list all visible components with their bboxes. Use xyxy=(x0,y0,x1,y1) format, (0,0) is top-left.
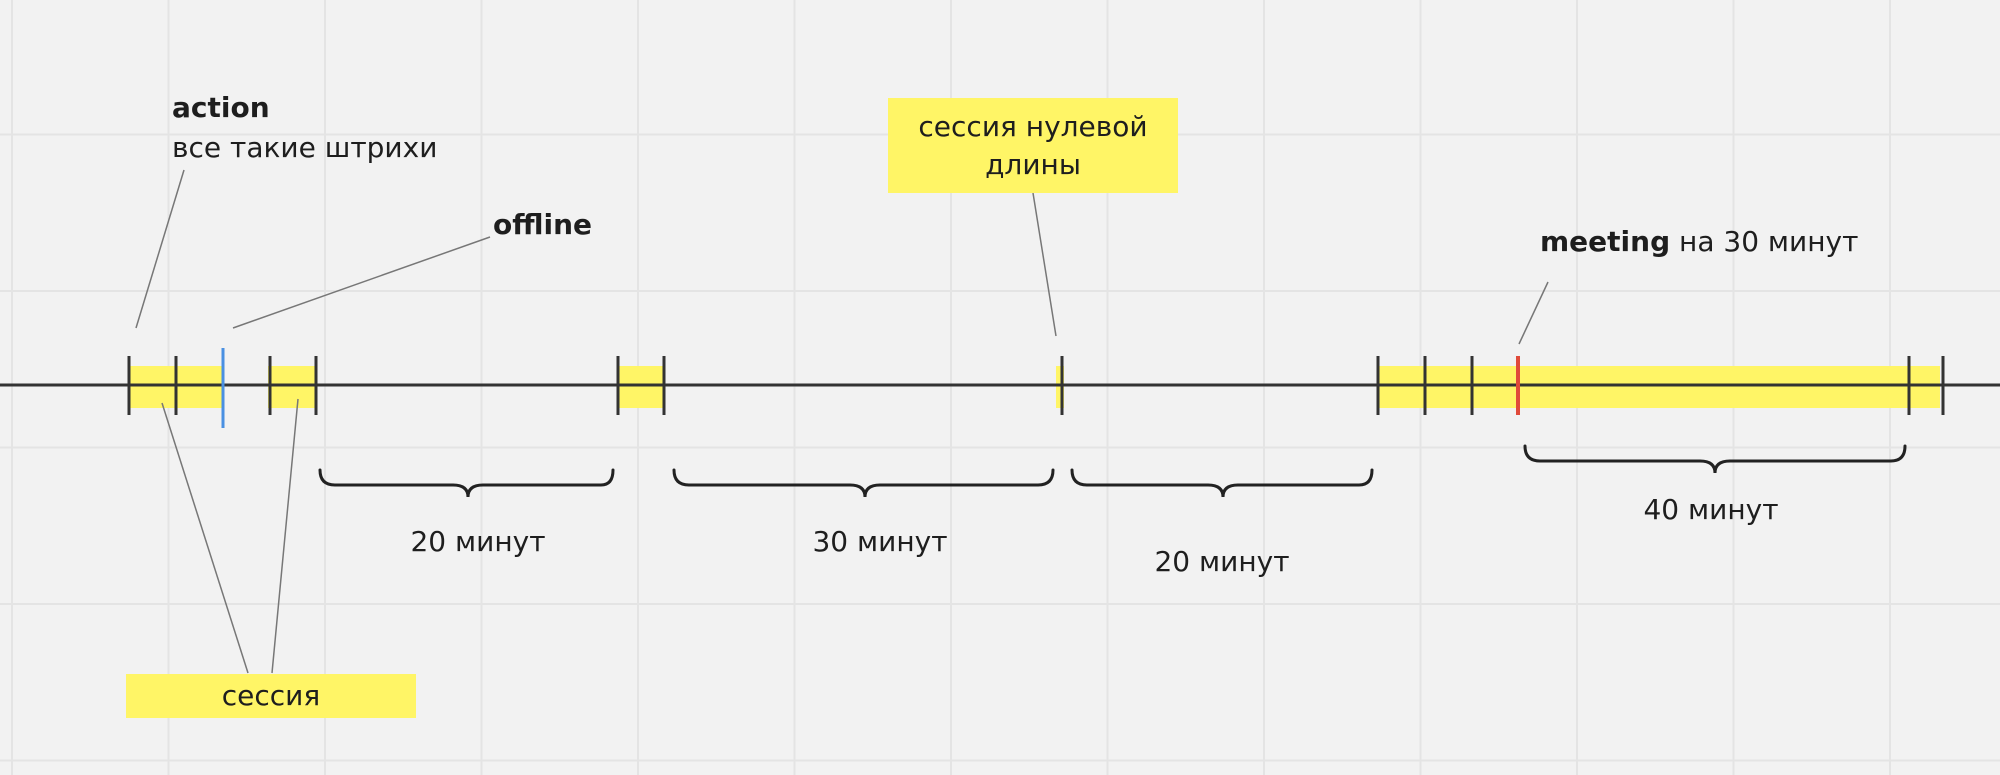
zero-session-sticky: сессия нулевой длины xyxy=(888,98,1178,193)
meeting-title: meeting xyxy=(1540,225,1671,258)
duration-brace-3 xyxy=(1070,468,1374,498)
duration-label: 20 минут xyxy=(1154,545,1290,578)
action-description: все такие штрихи xyxy=(172,131,438,164)
session-band-3 xyxy=(617,366,665,408)
duration-brace-4 xyxy=(1523,444,1907,474)
session-band-4 xyxy=(1378,366,1940,408)
session-leader-line-1 xyxy=(161,402,249,674)
duration-label: 30 минут xyxy=(812,525,948,558)
session-band-zero xyxy=(1056,366,1064,408)
session-band-2 xyxy=(268,366,316,408)
offline-title: offline xyxy=(493,208,593,241)
action-title: action xyxy=(172,91,270,124)
duration-label: 40 минут xyxy=(1643,493,1779,526)
meeting-label: meeting на 30 минут xyxy=(1540,223,1858,261)
action-ticks xyxy=(127,356,1945,415)
duration-label: 20 минут xyxy=(410,525,546,558)
meeting-leader-line xyxy=(1518,281,1549,345)
session-leader-line-2 xyxy=(271,398,299,674)
session-sticky: сессия xyxy=(126,674,416,718)
duration-brace-2 xyxy=(672,468,1055,498)
action-leader-line xyxy=(135,169,185,329)
meeting-description: на 30 минут xyxy=(1679,225,1859,258)
duration-brace-1 xyxy=(318,468,615,498)
offline-leader-line xyxy=(232,236,491,329)
zero-session-leader-line xyxy=(1032,192,1057,337)
